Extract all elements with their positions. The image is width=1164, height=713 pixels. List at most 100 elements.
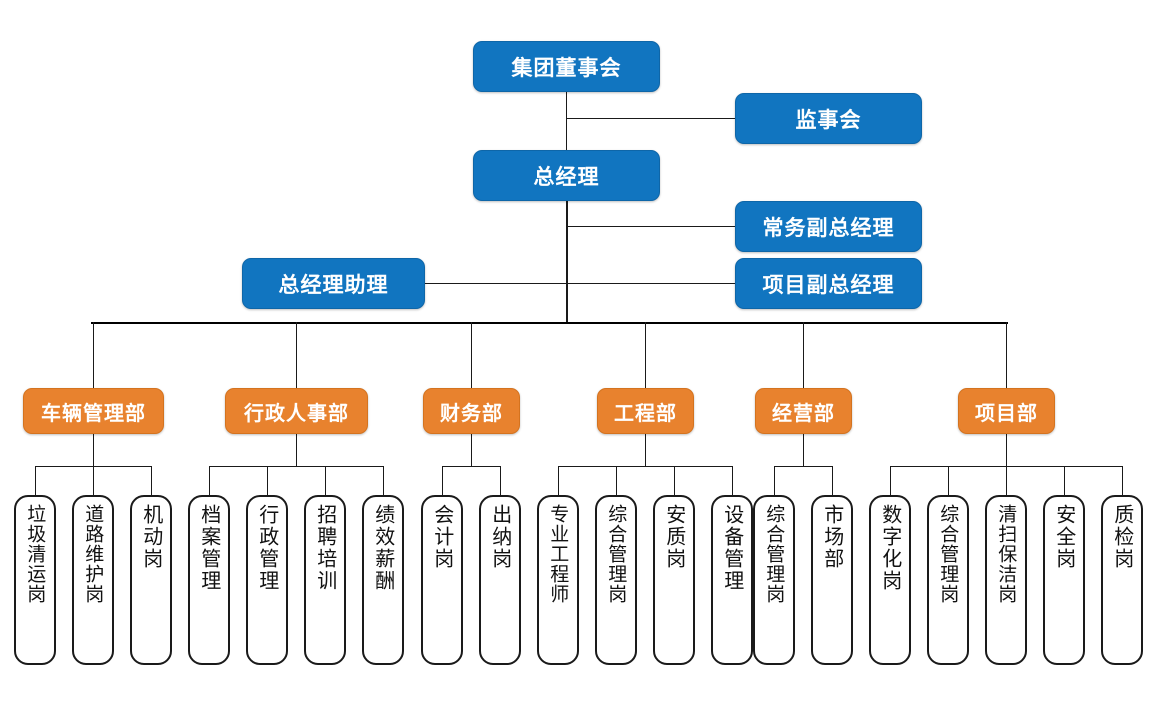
department-财务部[interactable]: 财务部 — [423, 388, 520, 434]
post-label: 道路维护岗 — [82, 504, 105, 604]
department-经营部[interactable]: 经营部 — [755, 388, 852, 434]
connector-post-机动岗 — [151, 466, 152, 495]
connector-项目部-stem — [1006, 434, 1007, 466]
post-label: 安质岗 — [662, 504, 687, 570]
node-supervisor-label: 监事会 — [795, 108, 862, 132]
connector-财务部-stem — [471, 434, 472, 466]
connector-bus-to-车辆管理部 — [93, 322, 94, 388]
node-board-label: 集团董事会 — [511, 56, 622, 80]
connector-board-to-supervisor — [566, 118, 735, 119]
post-label: 招聘培训 — [313, 504, 338, 592]
node-exec-vice-president[interactable]: 常务副总经理 — [735, 201, 922, 252]
connector-post-行政管理 — [267, 466, 268, 495]
department-车辆管理部[interactable]: 车辆管理部 — [23, 388, 164, 434]
department-bus — [91, 322, 1008, 324]
connector-行政人事部-stem — [296, 434, 297, 466]
post-机动岗[interactable]: 机动岗 — [130, 495, 172, 665]
connector-post-道路维护岗 — [93, 466, 94, 495]
connector-gm-to-assistant — [425, 283, 567, 284]
post-label: 机动岗 — [139, 504, 164, 570]
post-清扫保洁岗[interactable]: 清扫保洁岗 — [985, 495, 1027, 665]
post-label: 质检岗 — [1110, 504, 1135, 570]
post-档案管理[interactable]: 档案管理 — [188, 495, 230, 665]
connector-post-综合管理岗 — [774, 466, 775, 495]
connector-gm-to-project-vp — [567, 283, 735, 284]
connector-post-设备管理 — [732, 466, 733, 495]
post-label: 综合管理岗 — [605, 504, 628, 604]
connector-post-安全岗 — [1064, 466, 1065, 495]
post-label: 专业工程师 — [547, 504, 570, 604]
connector-post-质检岗 — [1122, 466, 1123, 495]
post-垃圾清运岗[interactable]: 垃圾清运岗 — [14, 495, 56, 665]
department-label: 行政人事部 — [244, 402, 349, 425]
connector-post-清扫保洁岗 — [1006, 466, 1007, 495]
connector-post-专业工程师 — [558, 466, 559, 495]
post-招聘培训[interactable]: 招聘培训 — [304, 495, 346, 665]
post-市场部[interactable]: 市场部 — [811, 495, 853, 665]
post-绩效薪酬[interactable]: 绩效薪酬 — [362, 495, 404, 665]
connector-bus-to-经营部 — [803, 322, 804, 388]
post-label: 设备管理 — [720, 504, 745, 592]
connector-post-市场部 — [832, 466, 833, 495]
connector-post-数字化岗 — [890, 466, 891, 495]
post-数字化岗[interactable]: 数字化岗 — [869, 495, 911, 665]
connector-post-出纳岗 — [500, 466, 501, 495]
post-设备管理[interactable]: 设备管理 — [711, 495, 753, 665]
post-专业工程师[interactable]: 专业工程师 — [537, 495, 579, 665]
post-label: 市场部 — [820, 504, 845, 570]
department-label: 财务部 — [440, 402, 503, 425]
department-label: 经营部 — [772, 402, 835, 425]
connector-post-绩效薪酬 — [383, 466, 384, 495]
subbus-行政人事部 — [209, 466, 383, 467]
post-label: 垃圾清运岗 — [24, 504, 47, 604]
node-exec-vice-president-label: 常务副总经理 — [762, 216, 895, 240]
connector-bus-to-财务部 — [471, 322, 472, 388]
post-安质岗[interactable]: 安质岗 — [653, 495, 695, 665]
department-工程部[interactable]: 工程部 — [597, 388, 694, 434]
department-项目部[interactable]: 项目部 — [958, 388, 1055, 434]
connector-post-综合管理岗 — [616, 466, 617, 495]
connector-post-会计岗 — [442, 466, 443, 495]
connector-经营部-stem — [803, 434, 804, 466]
subbus-工程部 — [558, 466, 732, 467]
connector-post-安质岗 — [674, 466, 675, 495]
department-label: 项目部 — [975, 402, 1038, 425]
connector-bus-to-工程部 — [645, 322, 646, 388]
connector-post-档案管理 — [209, 466, 210, 495]
connector-post-垃圾清运岗 — [35, 466, 36, 495]
connector-bus-to-项目部 — [1006, 322, 1007, 388]
post-道路维护岗[interactable]: 道路维护岗 — [72, 495, 114, 665]
connector-工程部-stem — [645, 434, 646, 466]
node-supervisor[interactable]: 监事会 — [735, 93, 922, 144]
node-general-manager-label: 总经理 — [533, 165, 600, 189]
post-出纳岗[interactable]: 出纳岗 — [479, 495, 521, 665]
post-label: 绩效薪酬 — [371, 504, 396, 592]
department-label: 车辆管理部 — [41, 402, 146, 425]
post-会计岗[interactable]: 会计岗 — [421, 495, 463, 665]
department-label: 工程部 — [614, 402, 677, 425]
post-label: 安全岗 — [1052, 504, 1077, 570]
node-general-manager[interactable]: 总经理 — [473, 150, 660, 201]
connector-bus-to-行政人事部 — [296, 322, 297, 388]
post-综合管理岗[interactable]: 综合管理岗 — [595, 495, 637, 665]
department-行政人事部[interactable]: 行政人事部 — [225, 388, 368, 434]
post-label: 行政管理 — [255, 504, 280, 592]
post-label: 档案管理 — [197, 504, 222, 592]
post-label: 综合管理岗 — [937, 504, 960, 604]
node-project-vice-president[interactable]: 项目副总经理 — [735, 258, 922, 309]
connector-gm-to-exec-vp — [567, 226, 735, 227]
node-board[interactable]: 集团董事会 — [473, 41, 660, 92]
post-质检岗[interactable]: 质检岗 — [1101, 495, 1143, 665]
node-gm-assistant[interactable]: 总经理助理 — [242, 258, 425, 309]
node-gm-assistant-label: 总经理助理 — [278, 273, 389, 297]
post-综合管理岗[interactable]: 综合管理岗 — [753, 495, 795, 665]
post-行政管理[interactable]: 行政管理 — [246, 495, 288, 665]
post-label: 数字化岗 — [878, 504, 903, 592]
post-安全岗[interactable]: 安全岗 — [1043, 495, 1085, 665]
post-label: 清扫保洁岗 — [995, 504, 1018, 604]
connector-post-招聘培训 — [325, 466, 326, 495]
post-label: 会计岗 — [430, 504, 455, 570]
post-综合管理岗[interactable]: 综合管理岗 — [927, 495, 969, 665]
connector-车辆管理部-stem — [93, 434, 94, 466]
